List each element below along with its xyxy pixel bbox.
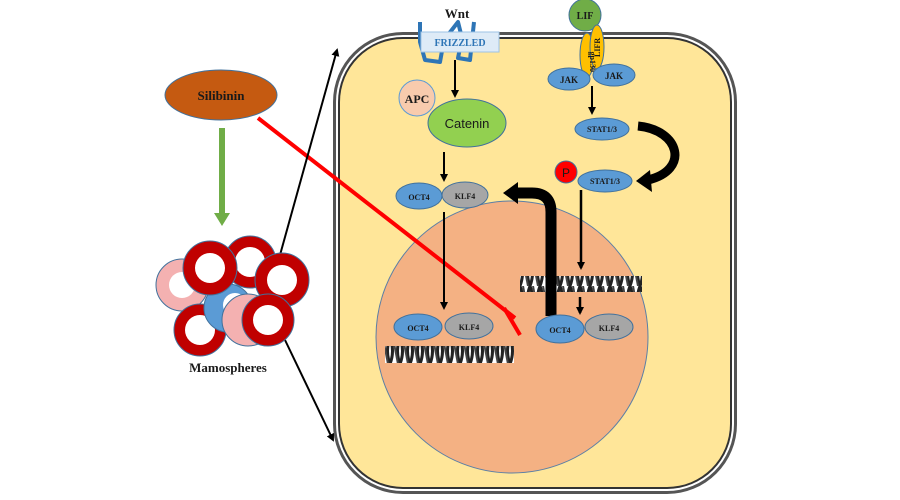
nucleus-right-oct4[interactable]: OCT4 <box>535 314 585 344</box>
phospho-label: P <box>562 166 570 180</box>
wnt-label: Wnt <box>445 6 470 21</box>
catenin-label: Catenin <box>445 116 490 131</box>
zoom-arrow-bottom <box>284 339 335 442</box>
klf4-label: KLF4 <box>459 323 479 332</box>
apc-circle <box>398 79 436 117</box>
dna-strand-left <box>385 346 514 363</box>
jak-label: JAK <box>605 71 623 81</box>
klf4-ellipse <box>441 181 489 209</box>
jak-label: JAK <box>560 75 578 85</box>
sphere-hole <box>253 305 283 335</box>
stat-bottom[interactable]: STAT1/3 <box>577 169 633 193</box>
stat-ellipse <box>577 169 633 193</box>
phospho-circle <box>554 160 578 184</box>
apc-node[interactable]: APC <box>398 79 436 117</box>
nucleus-right-klf4[interactable]: KLF4 <box>584 313 634 341</box>
lif-circle <box>568 0 602 32</box>
sphere-hole <box>195 253 225 283</box>
lif-node[interactable]: LIF <box>568 0 602 32</box>
phosphorylation-arrow <box>637 121 680 185</box>
mamospheres-label: Mamospheres <box>189 360 267 375</box>
phosphorylation-arrowhead <box>636 170 652 192</box>
export-arrow <box>515 187 557 316</box>
phospho-group: P <box>554 160 578 184</box>
nucleus-left-oct4[interactable]: OCT4 <box>393 313 443 341</box>
oct4-ellipse <box>393 313 443 341</box>
frizzled-box <box>420 31 500 53</box>
oct4-label: OCT4 <box>407 324 428 333</box>
klf4-label: KLF4 <box>599 324 619 333</box>
nucleus-left-klf4[interactable]: KLF4 <box>444 312 494 340</box>
apc-label: APC <box>405 92 430 106</box>
cytoplasm-klf4[interactable]: KLF4 <box>441 181 489 209</box>
lif-receptor[interactable]: gp130 LIFR <box>579 24 605 78</box>
silibinin-label: Silibinin <box>198 88 246 103</box>
export-arrowhead <box>503 182 518 204</box>
silibinin-node[interactable]: Silibinin <box>164 69 278 121</box>
oct4-ellipse <box>535 314 585 344</box>
dna-strand-right <box>520 276 642 292</box>
gp130-label: gp130 <box>588 52 597 72</box>
stat-ellipse <box>574 117 630 141</box>
sphere-hole <box>185 315 215 345</box>
stat-label: STAT1/3 <box>590 177 620 186</box>
sphere-hole <box>267 265 297 295</box>
frizzled-label: FRIZZLED <box>434 38 485 49</box>
jak-left[interactable]: JAK <box>547 67 591 91</box>
cytoplasm-oct4[interactable]: OCT4 <box>395 182 443 210</box>
inhibition-line <box>256 116 517 320</box>
mamospheres-cluster[interactable] <box>155 235 310 357</box>
lifr-label: LIFR <box>593 38 602 57</box>
oct4-label: OCT4 <box>408 193 429 202</box>
catenin-ellipse <box>427 98 507 148</box>
stat-label: STAT1/3 <box>587 125 617 134</box>
lif-label: LIF <box>577 11 594 22</box>
jak-ellipse <box>547 67 591 91</box>
oct4-label: OCT4 <box>549 326 570 335</box>
activation-arrowhead <box>214 213 230 226</box>
silibinin-ellipse <box>164 69 278 121</box>
frizzled-receptor[interactable]: FRIZZLED <box>418 20 500 64</box>
zoom-arrow-top <box>279 48 340 256</box>
catenin-node[interactable]: Catenin <box>427 98 507 148</box>
jak-right[interactable]: JAK <box>592 63 636 87</box>
klf4-ellipse <box>444 312 494 340</box>
klf4-label: KLF4 <box>455 192 475 201</box>
klf4-ellipse <box>584 313 634 341</box>
inhibition-bar <box>502 306 522 337</box>
stat-top[interactable]: STAT1/3 <box>574 117 630 141</box>
jak-ellipse <box>592 63 636 87</box>
